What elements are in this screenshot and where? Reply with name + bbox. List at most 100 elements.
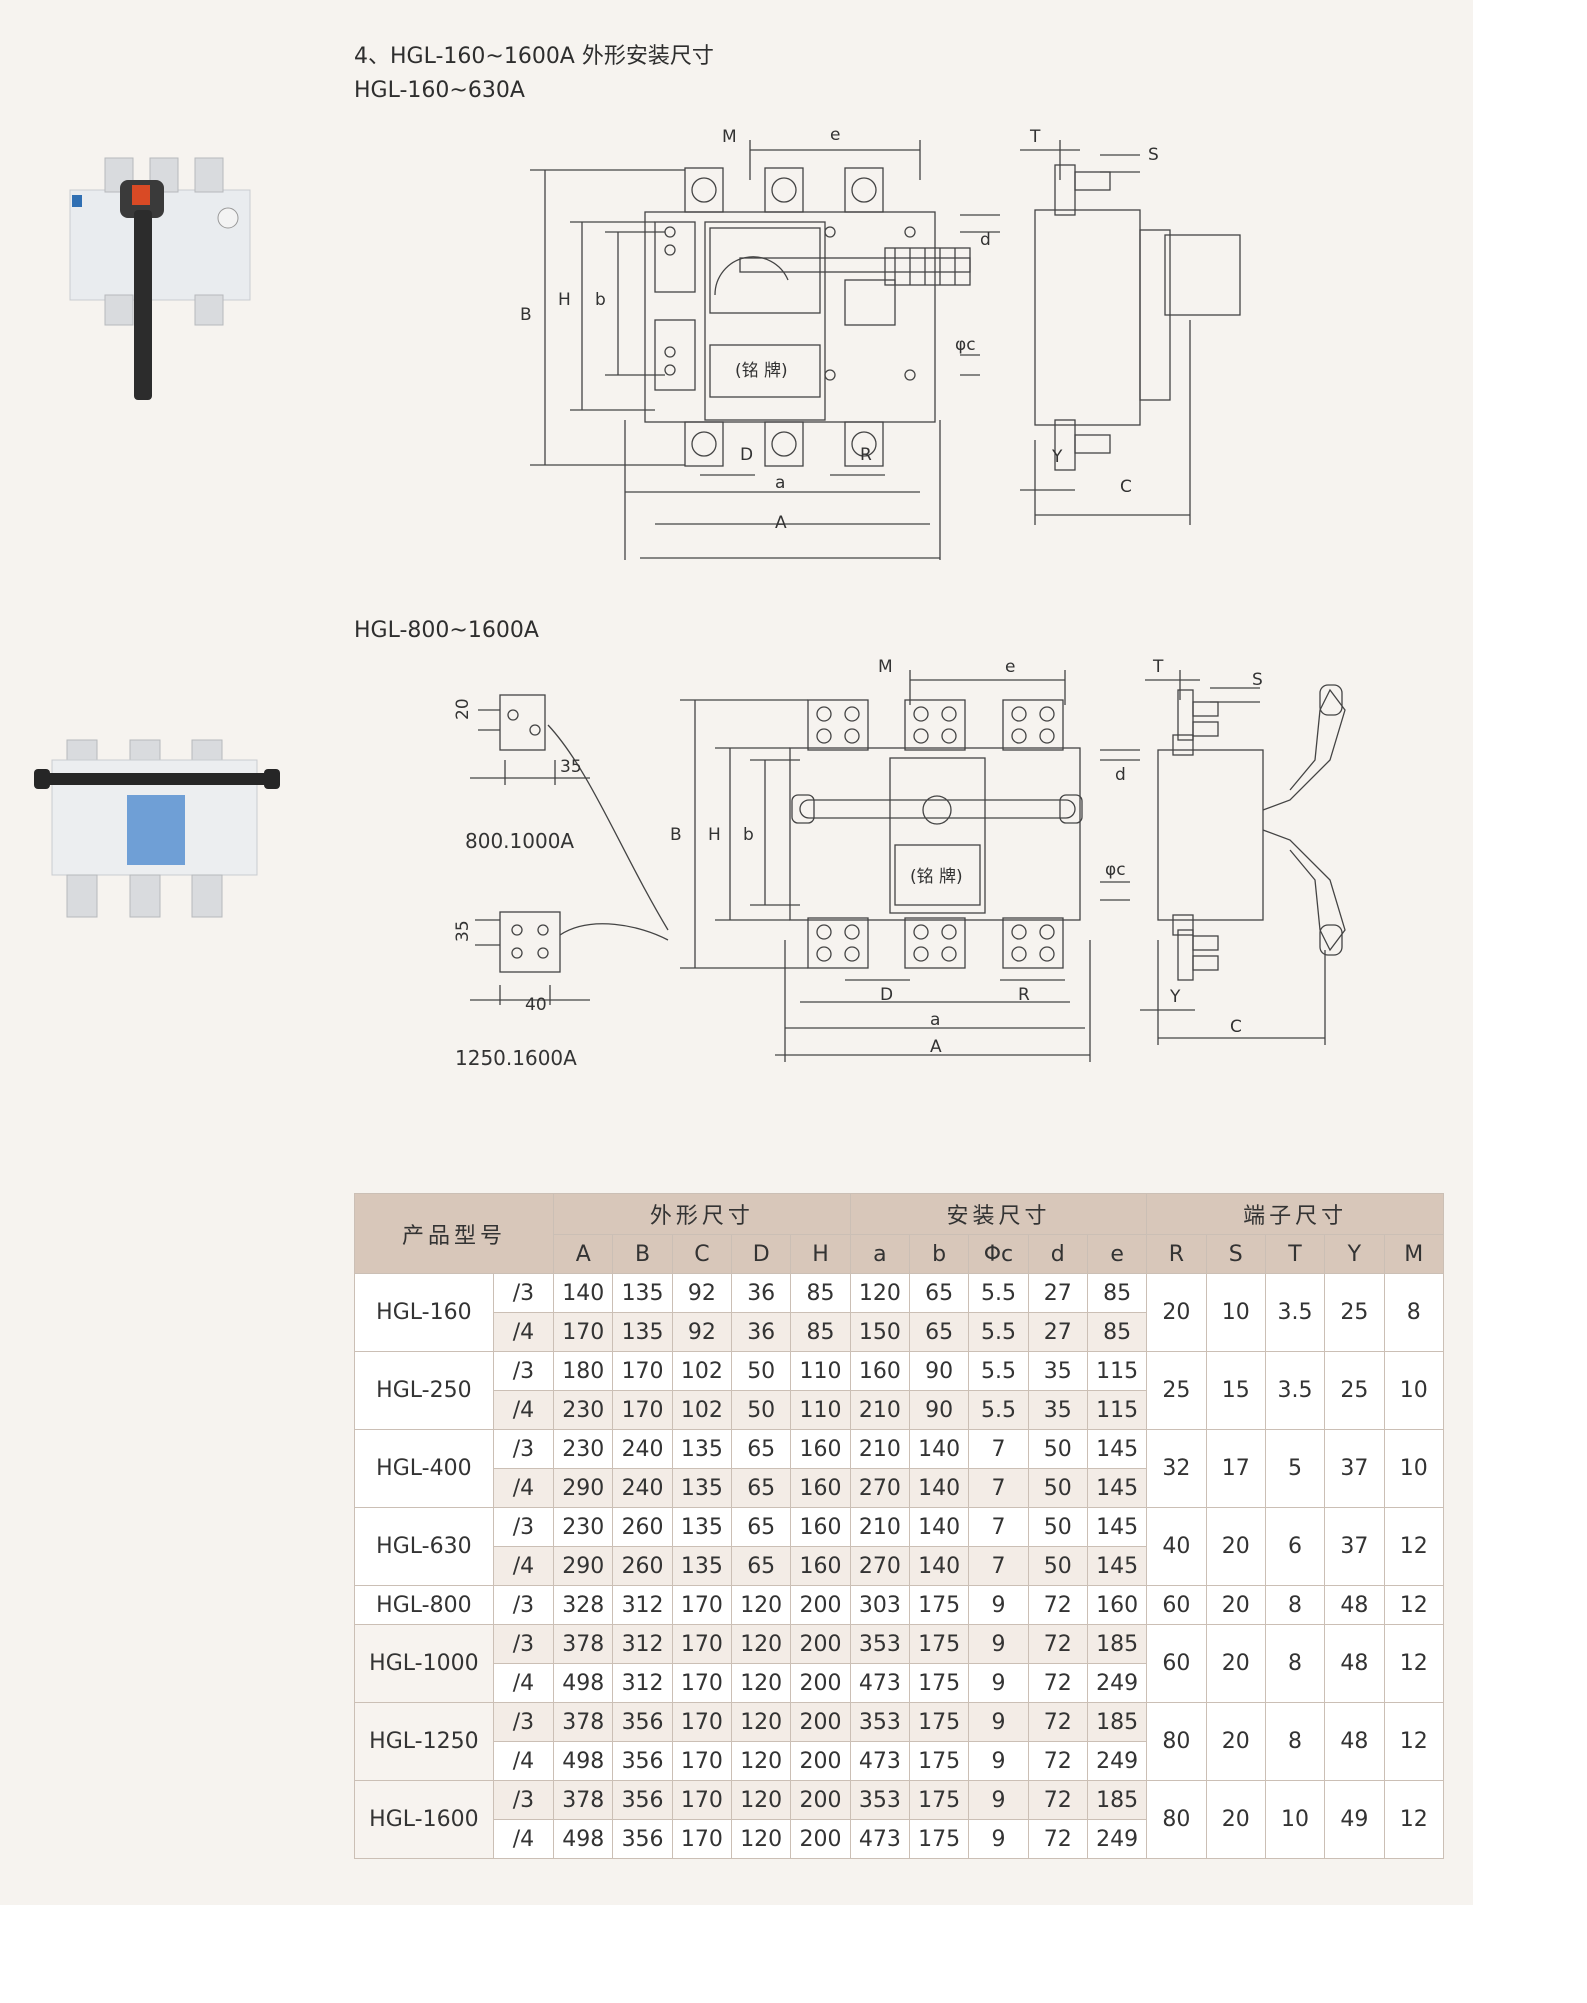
- table-cell: 120: [731, 1624, 792, 1664]
- table-cell: 170: [671, 1741, 733, 1781]
- table-cell: 50: [1027, 1468, 1088, 1508]
- d1-label-e: e: [830, 125, 840, 145]
- table-terminal-cell: 60: [1146, 1585, 1207, 1625]
- table-cell: 7: [968, 1429, 1029, 1469]
- table-cell: 200: [790, 1663, 851, 1703]
- table-cell: 90: [908, 1390, 970, 1430]
- table-cell: 160: [790, 1507, 851, 1547]
- table-terminal-cell: 5: [1264, 1429, 1326, 1508]
- drawing-hgl-160-630: M e T S d B H b φc (铭 牌) D R a A Y C: [520, 125, 1241, 560]
- table-cell: 270: [849, 1468, 910, 1508]
- table-cell: 175: [908, 1780, 970, 1820]
- table-cell: 249: [1086, 1741, 1148, 1781]
- table-cell: 240: [612, 1468, 673, 1508]
- d1-label-A: A: [775, 513, 787, 533]
- table-cell: 9: [968, 1819, 1029, 1859]
- table-cell: 290: [553, 1546, 614, 1586]
- table-model-name: HGL-1250: [354, 1702, 494, 1781]
- table-cell: 135: [671, 1468, 733, 1508]
- table-cell: 160: [790, 1468, 851, 1508]
- table-terminal-cell: 25: [1324, 1273, 1385, 1352]
- d2-detail1-caption: 800.1000A: [465, 829, 574, 853]
- d1-label-a: a: [775, 473, 785, 493]
- table-cell: 110: [790, 1390, 851, 1430]
- table-cell: 378: [553, 1624, 614, 1664]
- table-cell: 160: [849, 1351, 910, 1391]
- table-cell: 72: [1027, 1624, 1088, 1664]
- table-cell: 115: [1086, 1390, 1148, 1430]
- table-terminal-cell: 10: [1205, 1273, 1266, 1352]
- table-group-terminal: 端子尺寸: [1146, 1193, 1444, 1235]
- table-col-header: e: [1086, 1234, 1148, 1274]
- table-col-header: D: [731, 1234, 792, 1274]
- table-model-name: HGL-160: [354, 1273, 494, 1352]
- table-terminal-cell: 20: [1205, 1585, 1266, 1625]
- table-terminal-cell: 48: [1324, 1702, 1385, 1781]
- d2-detail2-dim-40: 40: [525, 995, 547, 1015]
- table-col-header: A: [553, 1234, 614, 1274]
- table-cell: 473: [849, 1819, 910, 1859]
- table-terminal-cell: 12: [1383, 1507, 1444, 1586]
- table-col-header: R: [1146, 1234, 1207, 1274]
- table-cell: 185: [1086, 1624, 1148, 1664]
- table-terminal-cell: 60: [1146, 1624, 1207, 1703]
- table-pole: /3: [492, 1780, 555, 1820]
- d1-nameplate: (铭 牌): [735, 361, 788, 381]
- table-cell: 102: [671, 1351, 733, 1391]
- table-cell: 9: [968, 1702, 1029, 1742]
- table-cell: 120: [731, 1663, 792, 1703]
- table-cell: 170: [553, 1312, 614, 1352]
- d2-label-R: R: [1018, 985, 1030, 1005]
- table-pole: /3: [492, 1507, 555, 1547]
- table-pole: /4: [492, 1741, 555, 1781]
- table-cell: 27: [1027, 1312, 1088, 1352]
- table-cell: 110: [790, 1351, 851, 1391]
- table-pole: /4: [492, 1546, 555, 1586]
- table-cell: 140: [908, 1429, 970, 1469]
- table-terminal-cell: 32: [1146, 1429, 1207, 1508]
- table-terminal-cell: 12: [1383, 1624, 1444, 1703]
- d1-label-T: T: [1029, 127, 1041, 147]
- table-cell: 72: [1027, 1702, 1088, 1742]
- table-cell: 160: [790, 1429, 851, 1469]
- table-cell: 145: [1086, 1429, 1148, 1469]
- table-pole: /4: [492, 1663, 555, 1703]
- table-col-header: B: [612, 1234, 673, 1274]
- table-col-header: T: [1264, 1234, 1326, 1274]
- d2-label-d: d: [1115, 765, 1126, 785]
- table-cell: 170: [612, 1351, 673, 1391]
- product-photo-hgl-160-630: [69, 157, 251, 400]
- table-cell: 175: [908, 1702, 970, 1742]
- table-cell: 230: [553, 1390, 614, 1430]
- table-cell: 353: [849, 1624, 910, 1664]
- table-cell: 7: [968, 1546, 1029, 1586]
- table-cell: 85: [1086, 1273, 1148, 1313]
- table-cell: 356: [612, 1741, 673, 1781]
- table-cell: 120: [731, 1585, 792, 1625]
- table-cell: 9: [968, 1663, 1029, 1703]
- table-cell: 135: [671, 1507, 733, 1547]
- table-cell: 185: [1086, 1780, 1148, 1820]
- table-pole: /4: [492, 1390, 555, 1430]
- table-cell: 249: [1086, 1663, 1148, 1703]
- table-model-name: HGL-1600: [354, 1780, 494, 1859]
- table-cell: 50: [1027, 1429, 1088, 1469]
- table-cell: 135: [612, 1273, 673, 1313]
- d2-label-M: M: [878, 657, 893, 677]
- table-terminal-cell: 40: [1146, 1507, 1207, 1586]
- d1-label-b: b: [595, 290, 606, 310]
- table-cell: 170: [612, 1390, 673, 1430]
- table-cell: 50: [1027, 1507, 1088, 1547]
- table-cell: 72: [1027, 1741, 1088, 1781]
- table-cell: 249: [1086, 1819, 1148, 1859]
- table-cell: 150: [849, 1312, 910, 1352]
- table-group-outline: 外形尺寸: [553, 1193, 851, 1235]
- table-pole: /4: [492, 1468, 555, 1508]
- table-cell: 240: [612, 1429, 673, 1469]
- table-cell: 312: [612, 1663, 673, 1703]
